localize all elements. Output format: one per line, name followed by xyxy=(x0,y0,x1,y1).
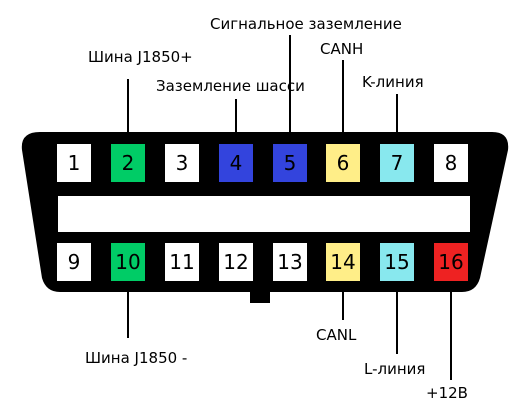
label-pin6: CANH xyxy=(320,40,363,58)
pin-4-number: 4 xyxy=(230,151,243,175)
pin-2 xyxy=(111,144,145,182)
pin-7-number: 7 xyxy=(391,151,404,175)
pin-16 xyxy=(434,243,468,281)
pin-10 xyxy=(111,243,145,281)
label-pin15: L-линия xyxy=(364,360,425,378)
pin-13-number: 13 xyxy=(277,250,302,274)
connector-middle-gap xyxy=(58,196,470,232)
label-pin7: K-линия xyxy=(362,73,424,91)
pin-6 xyxy=(326,144,360,182)
pin-14 xyxy=(326,243,360,281)
pin-16-number: 16 xyxy=(438,250,463,274)
pin-12-number: 12 xyxy=(223,250,248,274)
pin-11-number: 11 xyxy=(169,250,194,274)
pin-12 xyxy=(219,243,253,281)
pin-1 xyxy=(57,144,91,182)
label-pin10: Шина J1850 - xyxy=(85,349,187,367)
pin-3 xyxy=(165,144,199,182)
label-pin5: Сигнальное заземление xyxy=(210,15,402,33)
pin-2-number: 2 xyxy=(122,151,135,175)
pin-6-number: 6 xyxy=(337,151,350,175)
pin-9-number: 9 xyxy=(68,250,81,274)
pin-1-number: 1 xyxy=(68,151,81,175)
label-pin2: Шина J1850+ xyxy=(88,48,193,66)
pin-14-number: 14 xyxy=(330,250,355,274)
pin-4 xyxy=(219,144,253,182)
pin-10-number: 10 xyxy=(115,250,140,274)
pin-13 xyxy=(273,243,307,281)
pin-8-number: 8 xyxy=(445,151,458,175)
label-pin16: +12В xyxy=(426,384,468,402)
pin-8 xyxy=(434,144,468,182)
pin-5 xyxy=(273,144,307,182)
pin-15 xyxy=(380,243,414,281)
label-pin14: CANL xyxy=(316,326,357,344)
pin-7 xyxy=(380,144,414,182)
pin-5-number: 5 xyxy=(284,151,297,175)
pin-11 xyxy=(165,243,199,281)
pin-3-number: 3 xyxy=(176,151,189,175)
pin-9 xyxy=(57,243,91,281)
label-pin4: Заземление шасси xyxy=(156,77,305,95)
leader-lines xyxy=(127,35,452,380)
pin-15-number: 15 xyxy=(384,250,409,274)
